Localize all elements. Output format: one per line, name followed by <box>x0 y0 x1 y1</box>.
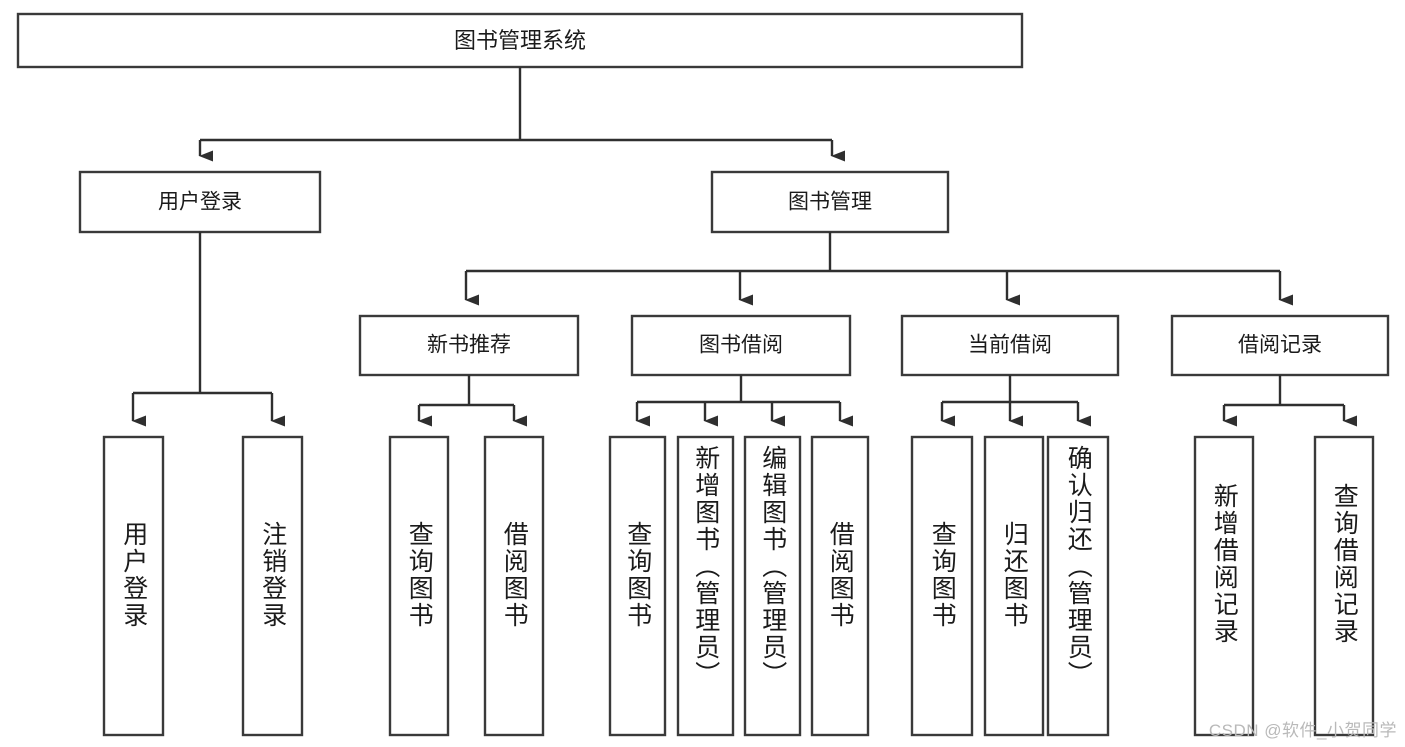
node-book-borrow[interactable]: 图书借阅 <box>630 314 852 377</box>
leaf-box-query-borrow-record[interactable] <box>1313 435 1375 737</box>
connector-root-to-level2 <box>198 67 845 162</box>
node-root[interactable]: 图书管理系统 <box>16 12 1024 69</box>
node-user-login[interactable]: 用户登录 <box>78 170 322 234</box>
new-book-recommend-label: 新书推荐 <box>427 334 511 357</box>
leaf-boxes <box>102 435 1375 737</box>
user-login-label: 用户登录 <box>158 191 242 214</box>
leaf-box-return-books[interactable] <box>983 435 1045 737</box>
connector-borrow-record-to-leaves <box>1222 375 1357 427</box>
leaf-box-logout[interactable] <box>241 435 304 737</box>
leaf-box-user-login[interactable] <box>102 435 165 737</box>
leaf-box-confirm-return-admin[interactable] <box>1046 435 1110 737</box>
connector-current-borrow-to-leaves <box>940 375 1091 427</box>
node-borrow-record[interactable]: 借阅记录 <box>1170 314 1390 377</box>
node-new-book-recommend[interactable]: 新书推荐 <box>358 314 580 377</box>
connector-book-management-to-level3 <box>464 232 1293 306</box>
new-book-recommend-box <box>358 314 580 377</box>
connector-new-book-recommend-to-leaves <box>417 375 527 427</box>
leaf-box-borrow-books-recommend[interactable] <box>483 435 545 737</box>
current-borrow-box <box>900 314 1120 377</box>
root-box <box>16 12 1024 69</box>
leaf-box-query-books-borrow[interactable] <box>608 435 667 737</box>
leaf-box-add-book-admin[interactable] <box>676 435 735 737</box>
leaf-box-edit-book-admin[interactable] <box>743 435 802 737</box>
book-borrow-label: 图书借阅 <box>699 334 783 357</box>
connector-book-borrow-to-leaves <box>635 375 853 427</box>
root-label: 图书管理系统 <box>454 28 586 53</box>
user-login-box <box>78 170 322 234</box>
node-current-borrow[interactable]: 当前借阅 <box>900 314 1120 377</box>
current-borrow-label: 当前借阅 <box>968 334 1052 357</box>
leaf-box-query-books-recommend[interactable] <box>388 435 450 737</box>
leaf-box-borrow-books[interactable] <box>810 435 870 737</box>
leaf-box-add-borrow-record[interactable] <box>1193 435 1255 737</box>
borrow-record-label: 借阅记录 <box>1238 334 1322 357</box>
book-management-label: 图书管理 <box>788 191 872 214</box>
node-book-management[interactable]: 图书管理 <box>710 170 950 234</box>
watermark-text: CSDN @软件_小贺同学 <box>1208 721 1397 740</box>
leaf-box-query-books-current[interactable] <box>910 435 974 737</box>
connector-user-login-to-leaves <box>131 232 285 427</box>
